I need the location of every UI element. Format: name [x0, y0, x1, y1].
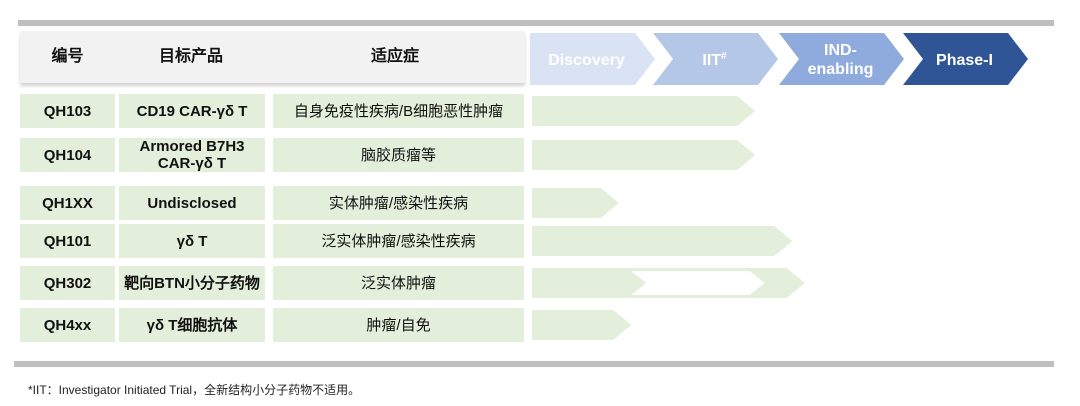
progress-skip-gap	[631, 271, 765, 295]
row-indication: 肿瘤/自免	[273, 308, 524, 342]
row-id: QH302	[20, 266, 115, 300]
header-product: 目标产品	[158, 48, 223, 65]
phase-label: Discovery	[548, 52, 625, 69]
phase-chevron	[530, 33, 655, 85]
row-id: QH103	[20, 94, 115, 128]
row-product: γδ T细胞抗体	[119, 308, 265, 342]
row-indication: 泛实体肿瘤	[273, 266, 524, 300]
row-id: QH101	[20, 224, 115, 258]
footnote: *IIT：Investigator Initiated Trial，全新结构小分…	[28, 383, 361, 397]
phase-label: IIT#	[702, 51, 727, 69]
row-product: CD19 CAR-γδ T	[119, 94, 265, 128]
header-id: 编号	[51, 48, 84, 65]
phase-chevron	[903, 33, 1028, 85]
row-id: QH104	[20, 138, 115, 172]
row-product: Undisclosed	[119, 186, 265, 220]
phase-label: IND-enabling	[808, 42, 874, 78]
progress-arrow	[532, 188, 619, 218]
row-product: γδ T	[119, 224, 265, 258]
row-indication: 实体肿瘤/感染性疾病	[273, 186, 524, 220]
row-indication: 自身免疫性疾病/B细胞恶性肿瘤	[273, 94, 524, 128]
header-indication: 适应症	[370, 48, 419, 65]
row-id: QH4xx	[20, 308, 115, 342]
row-indication: 脑胶质瘤等	[273, 138, 524, 172]
row-product: 靶向BTN小分子药物	[119, 266, 265, 300]
progress-arrow	[532, 310, 632, 340]
phase-chevron	[653, 33, 778, 85]
progress-arrow	[532, 96, 756, 126]
row-id: QH1XX	[20, 186, 115, 220]
phase-chevron	[779, 33, 904, 85]
top-rule	[18, 20, 1054, 26]
table-header	[20, 31, 525, 83]
phase-label: Phase-I	[936, 52, 993, 69]
progress-arrow	[532, 140, 756, 170]
row-indication: 泛实体肿瘤/感染性疾病	[273, 224, 524, 258]
progress-arrow	[532, 226, 793, 256]
bottom-rule	[14, 361, 1054, 367]
